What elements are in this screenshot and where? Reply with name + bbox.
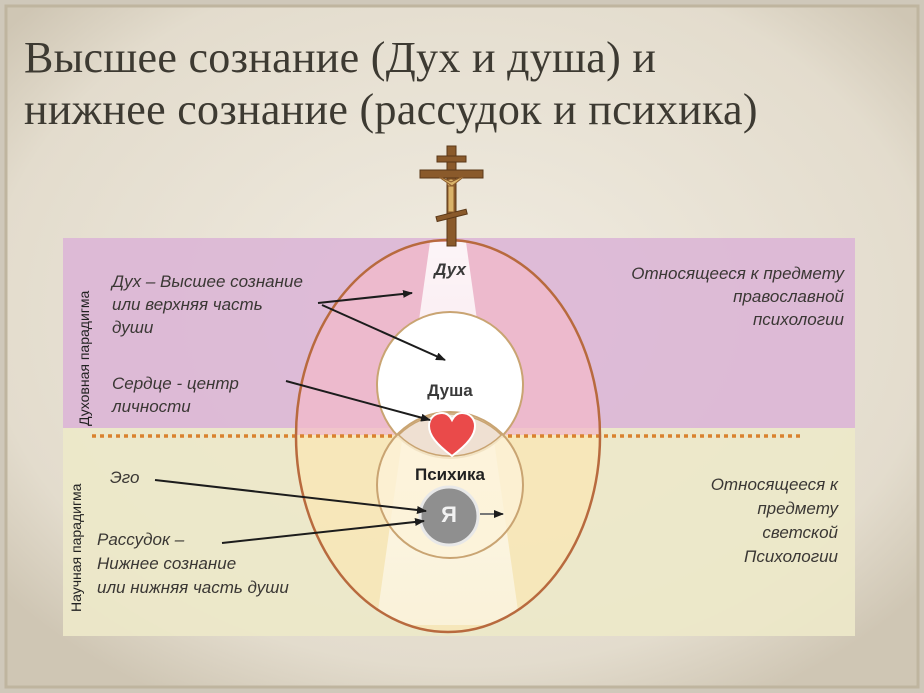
reason-def-line: или нижняя часть души: [97, 578, 289, 597]
reason-def-line: Рассудок –: [97, 530, 185, 549]
title-line-2: нижнее сознание (рассудок и психика): [24, 85, 758, 134]
orthodox-note: Относящееся к предмету православной псих…: [560, 262, 844, 331]
spirit-label: Дух: [434, 260, 466, 279]
arrow-spirit-soul: [321, 304, 446, 361]
secular-note: Относящееся к предмету светской Психолог…: [660, 473, 838, 569]
spirit-def-line: души: [112, 318, 154, 337]
arrow-reason: [221, 517, 425, 544]
ego-note: Эго: [110, 468, 140, 487]
crucifix-icon: [419, 145, 484, 247]
heart-icon: [427, 411, 477, 458]
heart-definition: Сердце - центр личности: [112, 372, 239, 418]
spirit-definition: Дух – Высшее сознание или верхняя часть …: [112, 270, 303, 339]
scientific-paradigm-label: Научная парадигма: [68, 483, 84, 612]
heart-def-line: Сердце - центр: [112, 374, 239, 393]
heart-def-line: личности: [112, 397, 191, 416]
psyche-label: Психика: [415, 465, 485, 484]
secular-note-line: Психологии: [744, 547, 838, 566]
reason-definition: Рассудок – Нижнее сознание или нижняя ча…: [97, 528, 289, 600]
secular-note-line: предмету: [757, 499, 838, 518]
arrow-ego: [154, 479, 427, 514]
orthodox-note-line: православной: [733, 287, 844, 306]
arrow-spirit-up: [317, 289, 413, 304]
title-line-1: Высшее сознание (Дух и душа) и: [24, 33, 657, 82]
secular-note-line: Относящееся к: [710, 475, 838, 494]
ego-circle: [418, 485, 480, 547]
spirit-def-line: Дух – Высшее сознание: [112, 272, 303, 291]
secular-note-line: светской: [762, 523, 838, 542]
reason-def-line: Нижнее сознание: [97, 554, 237, 573]
arrow-heart: [285, 380, 431, 422]
ego-letter: Я: [441, 502, 457, 527]
orthodox-note-line: Относящееся к предмету: [631, 264, 844, 283]
orthodox-note-line: психологии: [752, 310, 844, 329]
spiritual-paradigm-label: Духовная парадигма: [76, 290, 92, 426]
spirit-def-line: или верхняя часть: [112, 295, 263, 314]
soul-label: Душа: [427, 381, 473, 400]
